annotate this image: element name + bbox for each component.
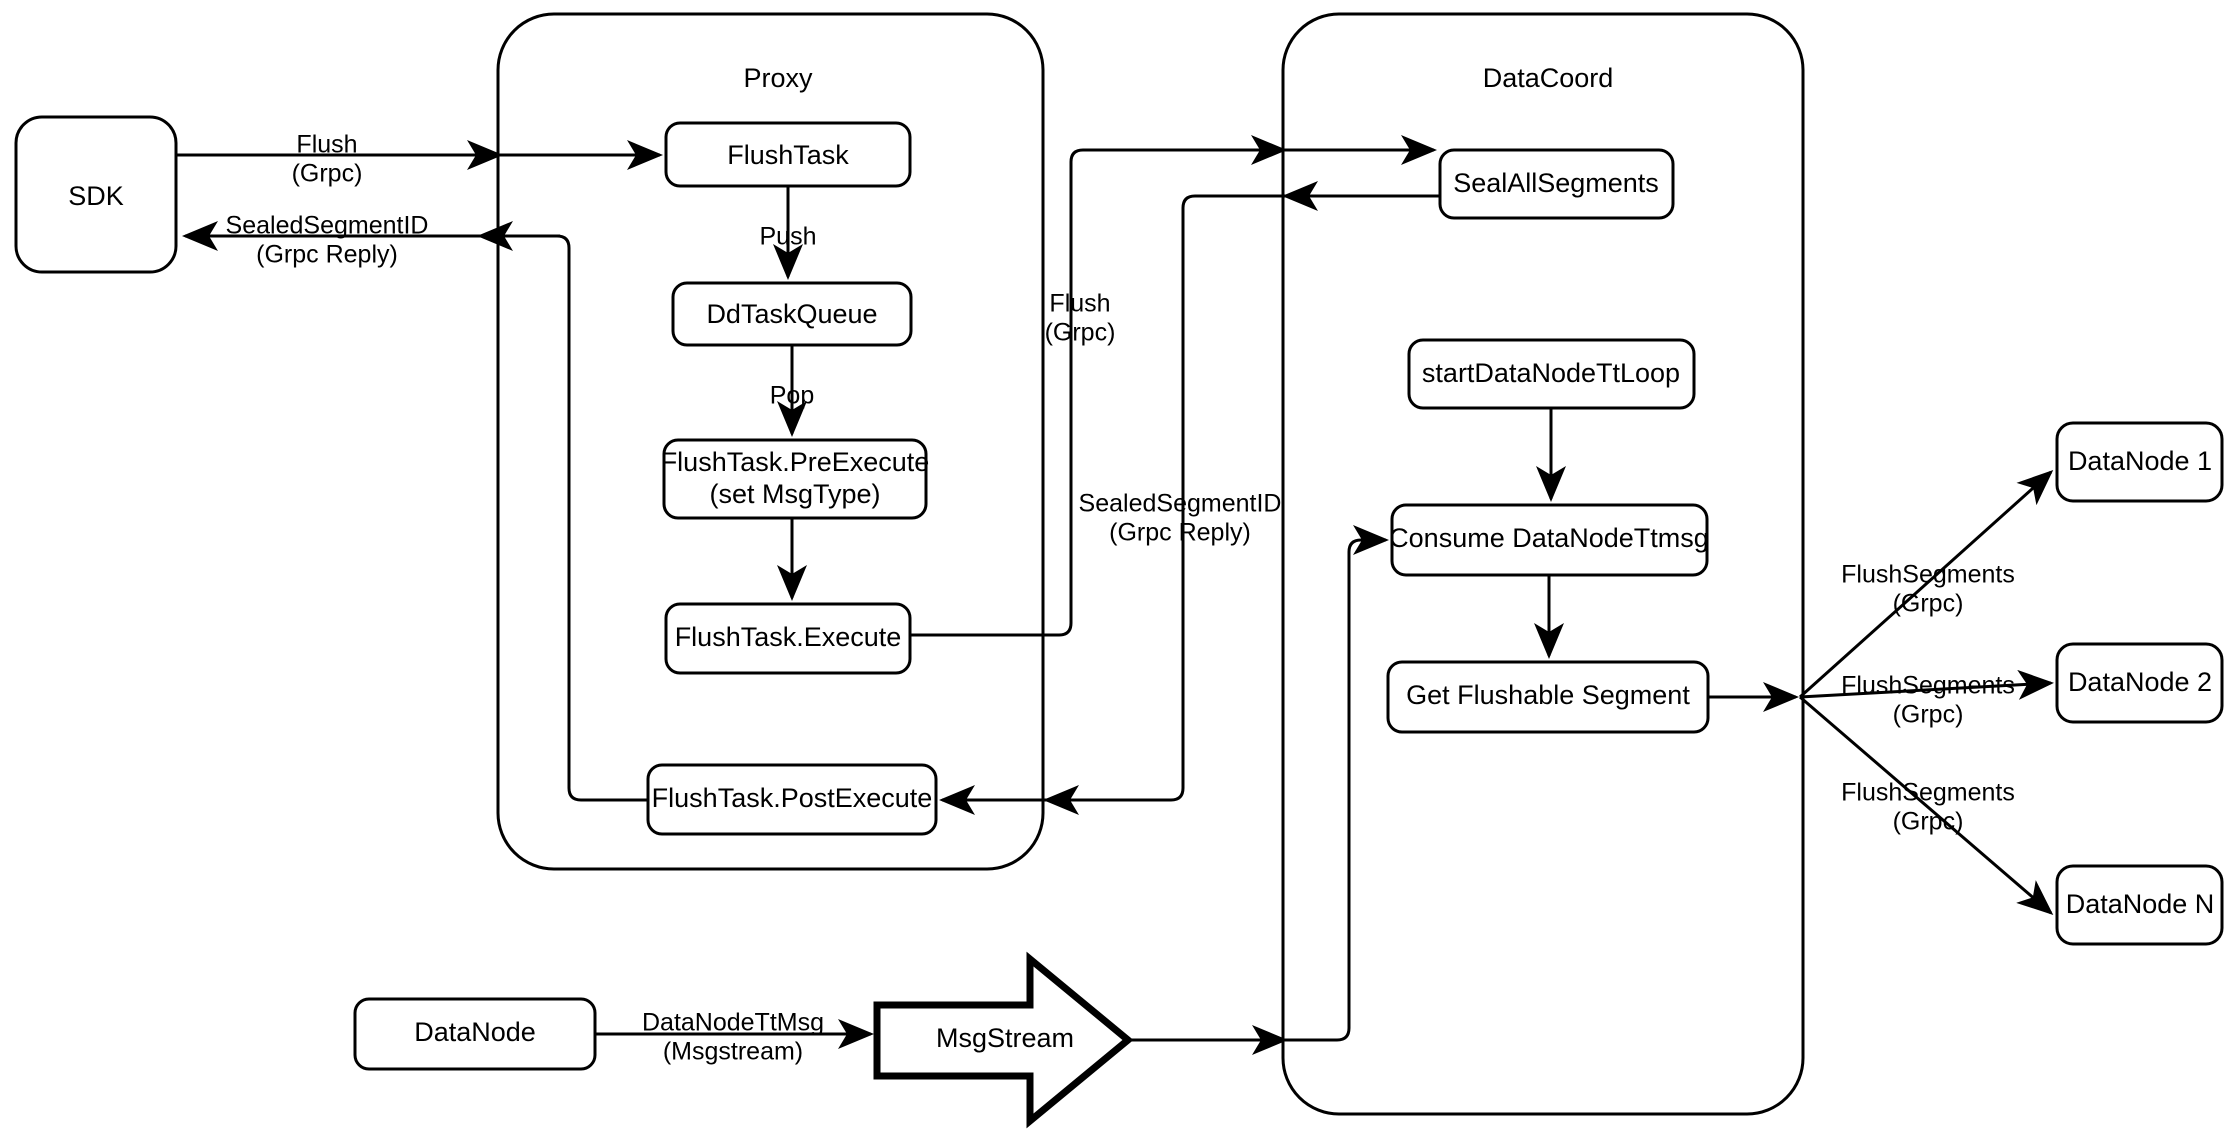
edge-label-coord-sealedsegmentid-line1: SealedSegmentID xyxy=(1079,490,1282,518)
node-datanode-n-label: DataNode N xyxy=(2066,889,2215,919)
edge-label-proxy-flush-grpc-line1: Flush xyxy=(1049,290,1110,318)
edge-execute-to-sealallsegments xyxy=(910,135,1437,637)
node-flush-task-execute[interactable] xyxy=(664,602,912,675)
node-flush-task-execute-label: FlushTask.Execute xyxy=(675,622,902,652)
edge-label-pop: Pop xyxy=(770,382,814,410)
node-datanode-2-label: DataNode 2 xyxy=(2068,667,2212,697)
node-datanode-2[interactable] xyxy=(2055,642,2224,724)
edge-label-flushsegments-2-line1: FlushSegments xyxy=(1841,672,2015,700)
node-get-flushable-segment-label: Get Flushable Segment xyxy=(1406,680,1690,710)
node-msgstream-label: MsgStream xyxy=(936,1023,1074,1053)
node-seal-all-segments-label: SealAllSegments xyxy=(1453,168,1659,198)
edge-label-sealedsegmentid-reply-line2: (Grpc Reply) xyxy=(256,241,398,269)
node-start-datanode-tt-loop-label: startDataNodeTtLoop xyxy=(1422,358,1680,388)
edge-label-flushsegments-n-line2: (Grpc) xyxy=(1893,808,1964,836)
edge-label-datanodettmsg-line1: DataNodeTtMsg xyxy=(642,1009,824,1037)
edge-label-flushsegments-1-line2: (Grpc) xyxy=(1893,590,1964,618)
edge-label-flushsegments-2-line2: (Grpc) xyxy=(1893,701,1964,729)
node-flush-task-post-execute-label: FlushTask.PostExecute xyxy=(652,783,933,813)
edge-label-push: Push xyxy=(760,223,817,251)
edge-junction-to-datanode-2 xyxy=(1799,669,2054,700)
edge-label-flush-grpc-line1: Flush xyxy=(296,131,357,159)
datacoord-container xyxy=(1281,12,1805,1116)
edge-label-flush-grpc-line2: (Grpc) xyxy=(292,160,363,188)
node-flush-task-pre-execute-label-line2: (set MsgType) xyxy=(709,479,880,509)
node-seal-all-segments[interactable] xyxy=(1438,148,1675,220)
node-datanode-1-label: DataNode 1 xyxy=(2068,446,2212,476)
node-sdk-label: SDK xyxy=(68,181,124,211)
edge-label-coord-sealedsegmentid-line2: (Grpc Reply) xyxy=(1109,519,1251,547)
edge-label-flushsegments-1-line1: FlushSegments xyxy=(1841,561,2015,589)
edge-junction-to-datanode-n xyxy=(1799,695,2054,915)
node-sdk[interactable] xyxy=(14,115,178,274)
proxy-container xyxy=(496,12,1045,871)
node-datanode-n[interactable] xyxy=(2055,864,2224,946)
edge-label-flushsegments-n-line1: FlushSegments xyxy=(1841,779,2015,807)
datacoord-container-label: DataCoord xyxy=(1483,63,1614,93)
edge-label-proxy-flush-grpc-line2: (Grpc) xyxy=(1045,319,1116,347)
node-dd-task-queue-label: DdTaskQueue xyxy=(706,299,877,329)
node-msgstream[interactable] xyxy=(873,951,1134,1129)
edge-sealallsegments-to-postexecute xyxy=(939,194,1440,815)
edge-label-sealedsegmentid-reply-line1: SealedSegmentID xyxy=(226,212,429,240)
node-consume-datanode-ttmsg-label: Consume DataNodeTtmsg xyxy=(1389,523,1709,553)
node-flush-task-pre-execute[interactable] xyxy=(662,438,928,520)
proxy-container-label: Proxy xyxy=(743,63,813,93)
node-flush-task-pre-execute-label-line1: FlushTask.PreExecute xyxy=(661,447,930,477)
node-datanode-source-label: DataNode xyxy=(414,1017,536,1047)
edge-msgstream-to-consume xyxy=(1128,525,1389,1042)
edge-postexecute-to-sdk xyxy=(182,221,648,802)
edge-junction-to-datanode-1 xyxy=(1798,469,2054,699)
node-flush-task-label: FlushTask xyxy=(727,140,849,170)
edge-label-datanodettmsg-line2: (Msgstream) xyxy=(663,1038,803,1066)
node-datanode-1[interactable] xyxy=(2055,421,2224,503)
